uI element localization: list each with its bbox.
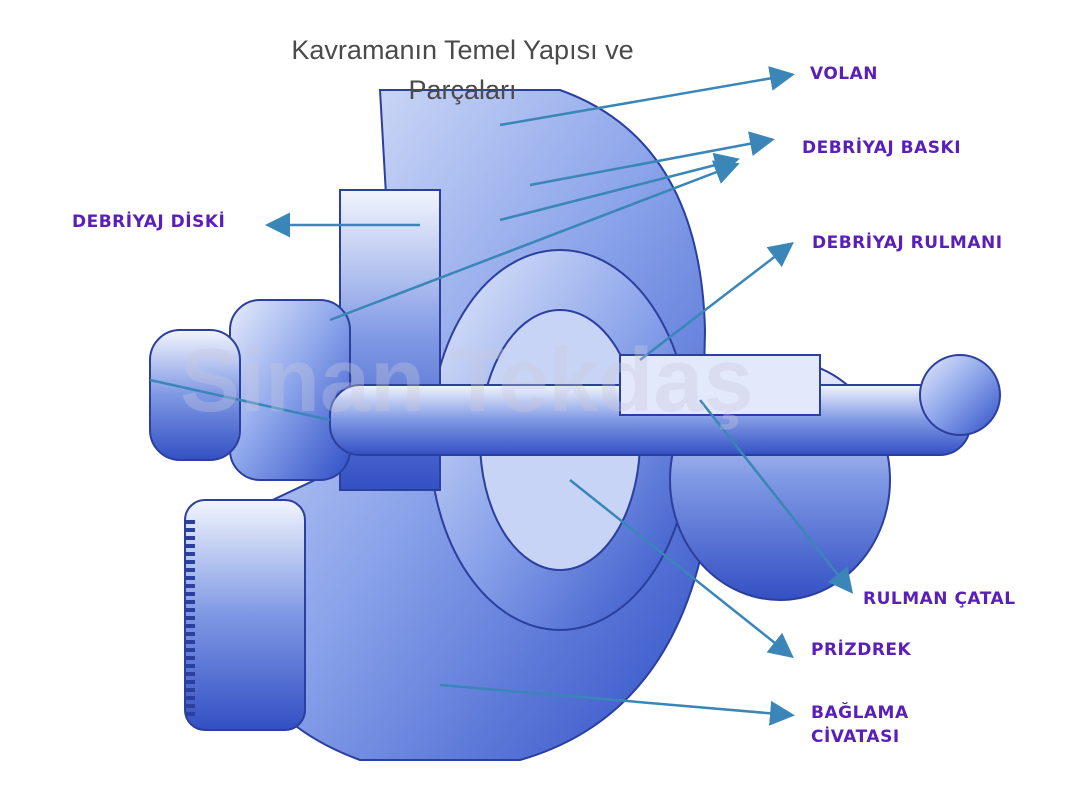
watermark: Sinan Tekdaş [180, 331, 754, 431]
label-debriyaj-rulmani: DEBRİYAJ RULMANI [812, 233, 1003, 253]
shaft [329, 354, 1001, 456]
label-debriyaj-baski: DEBRİYAJ BASKI [802, 138, 962, 158]
label-baglama-line1: BAĞLAMA [811, 703, 909, 723]
label-volan: VOLAN [810, 64, 879, 84]
label-rulman-catal: RULMAN ÇATAL [863, 589, 1016, 609]
label-debriyaj-diski: DEBRİYAJ DİSKİ [72, 212, 226, 232]
label-baglama-line2: CİVATASI [811, 727, 900, 747]
label-baglama-civatasi: BAĞLAMA CİVATASI [811, 701, 909, 749]
leader-arrows [149, 66, 854, 726]
diagram-title: Kavramanın Temel Yapısı ve Parçaları [291, 35, 634, 105]
label-prizdrek: PRİZDREK [811, 640, 912, 660]
disc [149, 189, 441, 491]
